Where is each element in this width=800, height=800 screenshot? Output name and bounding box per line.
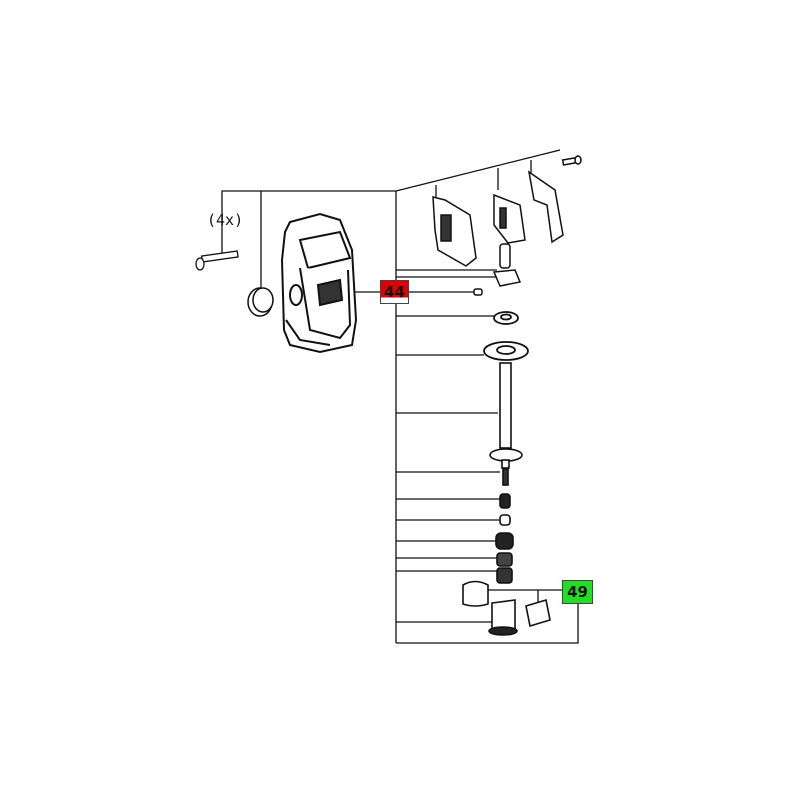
quantity-label: (4x) (207, 211, 244, 229)
shaft-part (489, 362, 523, 486)
washer-parts (483, 311, 529, 361)
pin-and-nut-parts (473, 243, 522, 296)
callout-49[interactable]: 49 (562, 580, 593, 604)
cap-part (247, 287, 274, 317)
leader-lines (221, 149, 579, 644)
callout-44[interactable]: 44 (380, 280, 409, 304)
small-parts (462, 493, 551, 636)
housing-part (280, 212, 358, 354)
screw-part (195, 250, 239, 271)
bracket-parts (432, 155, 582, 267)
